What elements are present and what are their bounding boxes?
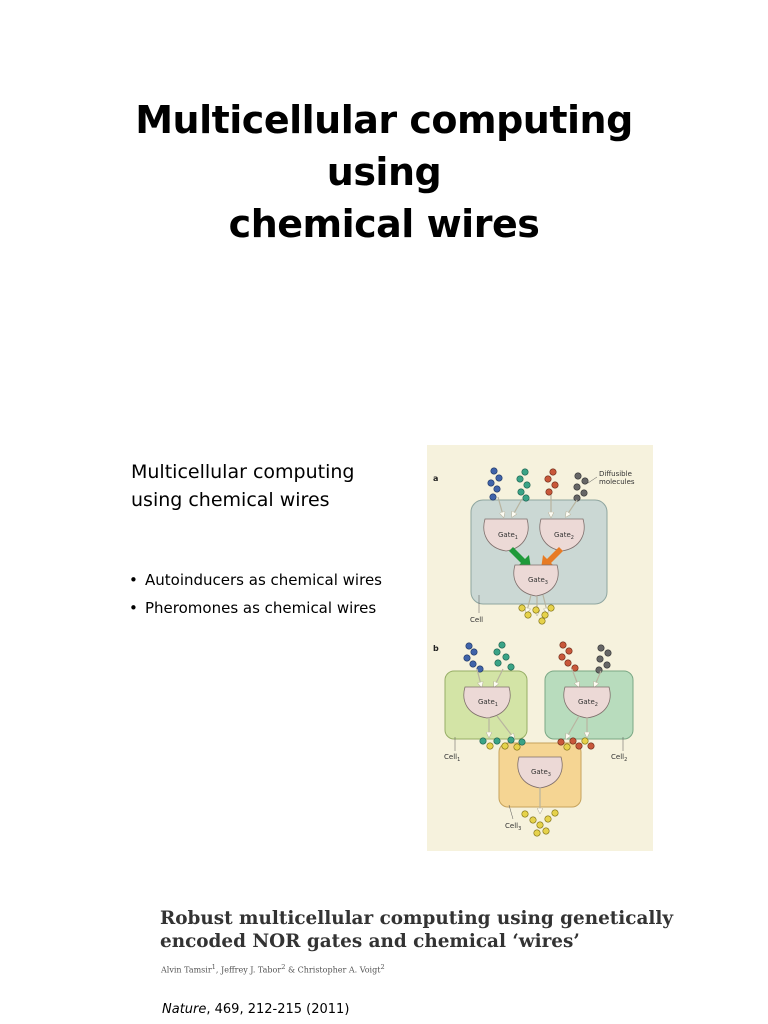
panel-a-gate-1 xyxy=(483,518,529,552)
panel-a-gate-1-label: Gate1 xyxy=(498,531,518,541)
panel-b-input-arrows xyxy=(476,668,602,685)
panel-b-gate-3-label: Gate3 xyxy=(531,768,551,778)
journal-name: Nature xyxy=(162,1002,207,1017)
panel-b-wire-molecules xyxy=(479,736,595,751)
panel-b-output-molecules xyxy=(521,809,559,837)
bullet-marker: • xyxy=(129,571,138,589)
paper-authors: Alvin Tamsir1, Jeffrey J. Tabor2 & Chris… xyxy=(161,963,385,975)
slide-title-line-3: chemical wires xyxy=(228,202,540,246)
bullet-text: Autoinducers as chemical wires xyxy=(145,571,382,589)
bullet-item: • Autoinducers as chemical wires xyxy=(129,566,382,594)
paper-title-line-1: Robust multicellular computing using gen… xyxy=(160,908,674,929)
diffusible-pointer xyxy=(587,476,598,484)
diffusible-label-line-2: molecules xyxy=(599,478,635,486)
green-arrow-icon xyxy=(509,547,531,569)
paper-title-line-2: encoded NOR gates and chemical ‘wires’ xyxy=(160,931,580,952)
cell-2-label: Cell2 xyxy=(611,753,627,763)
citation-details: , 469, 212-215 (2011) xyxy=(206,1002,350,1017)
diffusible-label-line-1: Diffusible xyxy=(599,470,632,478)
panel-b-input-molecules xyxy=(463,641,612,674)
panel-a-letter: a xyxy=(433,474,438,483)
bullet-marker: • xyxy=(129,599,138,617)
panel-b-gate-1-label: Gate1 xyxy=(478,698,498,708)
sub-heading-line-1: Multicellular computing xyxy=(131,461,355,483)
panel-a-gate-2-label: Gate2 xyxy=(554,531,574,541)
author-affiliation: 1 xyxy=(211,963,216,971)
panel-b-middle-arrows xyxy=(489,715,587,737)
cell-3-pointer xyxy=(508,804,514,820)
nor-gate-figure: a Diffusible molecules xyxy=(427,445,653,851)
panel-b-gate-2-label: Gate2 xyxy=(578,698,598,708)
panel-a-input-molecules xyxy=(487,467,589,502)
slide-title-line-2: using xyxy=(326,150,442,194)
paper-title: Robust multicellular computing using gen… xyxy=(160,907,673,953)
bullet-item: • Pheromones as chemical wires xyxy=(129,594,382,622)
slide-title: Multicellular computing using chemical w… xyxy=(0,94,768,250)
cell-1-label: Cell1 xyxy=(444,753,460,763)
orange-arrow-icon xyxy=(541,547,563,569)
panel-a-gate-3-label: Gate3 xyxy=(528,576,548,586)
panel-b-letter: b xyxy=(433,644,439,653)
bullet-text: Pheromones as chemical wires xyxy=(145,599,377,617)
journal-citation: Nature, 469, 212-215 (2011) xyxy=(162,1002,349,1017)
cell-3-label: Cell3 xyxy=(505,822,521,832)
bullet-list: • Autoinducers as chemical wires • Pheromo… xyxy=(129,566,382,622)
author-affiliation: 2 xyxy=(281,963,286,971)
panel-a-gate-3 xyxy=(513,564,559,597)
panel-a-cell-label: Cell xyxy=(470,616,483,624)
author-separator: & xyxy=(285,965,298,975)
slide-title-line-1: Multicellular computing xyxy=(135,98,633,142)
sub-heading: Multicellular computing using chemical w… xyxy=(131,458,354,514)
author-name: Jeffrey J. Tabor xyxy=(221,965,282,975)
author-affiliation: 2 xyxy=(380,963,385,971)
panel-a-output-molecules xyxy=(518,604,555,625)
author-name: Alvin Tamsir xyxy=(161,965,212,975)
panel-b-gate-1 xyxy=(463,686,511,719)
sub-heading-line-2: using chemical wires xyxy=(131,489,330,511)
author-name: Christopher A. Voigt xyxy=(297,965,381,975)
figure-svg: a Diffusible molecules xyxy=(433,467,635,837)
panel-a-input-arrows xyxy=(497,495,578,515)
author-separator: , xyxy=(215,965,222,975)
